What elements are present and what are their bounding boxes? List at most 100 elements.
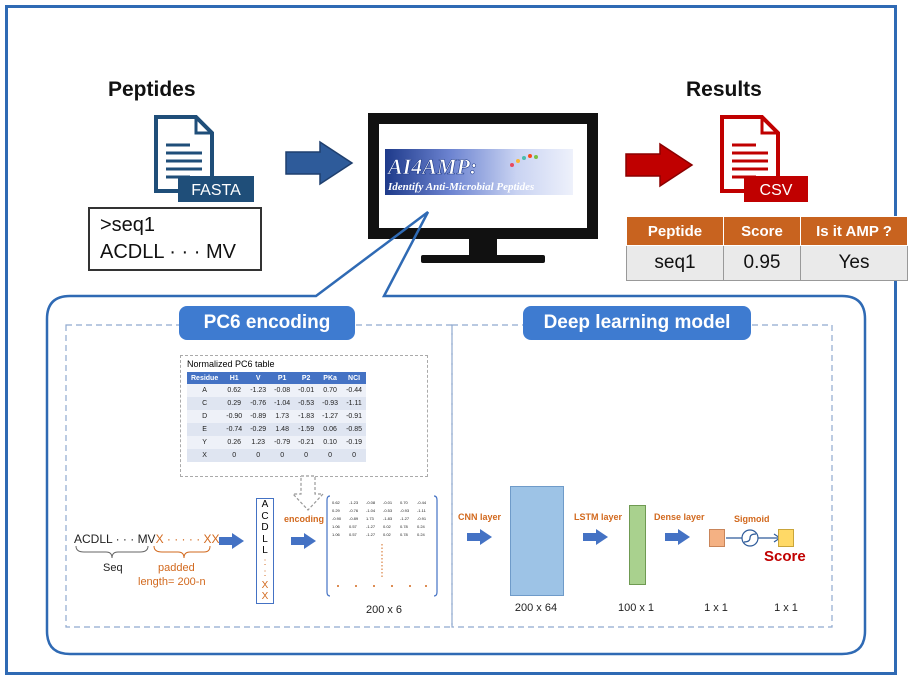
encoding-label: encoding	[284, 514, 324, 524]
lstm-label: LSTM layer	[574, 512, 623, 522]
arrow-icon	[219, 533, 244, 549]
output-dim: 1 x 1	[774, 602, 798, 614]
matrix-value: -0.53	[383, 508, 393, 513]
pc6-cell: -0.44	[342, 384, 367, 397]
pc6-cell: -0.79	[270, 436, 295, 449]
dense-label: Dense layer	[654, 512, 705, 522]
pc6-cell: -0.21	[294, 436, 319, 449]
col-peptide: Peptide	[626, 216, 724, 246]
matrix-value: 0.29	[332, 508, 341, 513]
matrix-value: -1.04	[366, 508, 376, 513]
sequence-letter: C	[261, 510, 269, 522]
seq-label: Seq	[103, 562, 123, 574]
pc6-cell: 0	[294, 449, 319, 462]
brace-lines	[75, 545, 211, 559]
pc6-cell: 0.10	[318, 436, 343, 449]
pc6-cell: 0.29	[222, 397, 247, 410]
pc6-cell: -0.01	[294, 384, 319, 397]
peptides-title: Peptides	[108, 78, 196, 101]
cell-peptide: seq1	[626, 245, 724, 281]
sigmoid-icon	[726, 529, 782, 547]
cell-score: 0.95	[723, 245, 801, 281]
matrix-value: -0.90	[332, 516, 342, 521]
matrix-value: -0.76	[349, 508, 359, 513]
pc6-cell: -0.90	[222, 410, 247, 423]
matrix-value: -1.11	[417, 508, 427, 513]
pc6-cell: 1.48	[270, 423, 295, 436]
pc6-cell: -0.08	[270, 384, 295, 397]
pc6-cell: 0.70	[318, 384, 343, 397]
matrix-value: 0.02	[383, 532, 392, 537]
matrix-value: 0.57	[349, 532, 358, 537]
matrix-value: -1.27	[366, 524, 376, 529]
score-label: Score	[764, 548, 806, 565]
dense-dim: 1 x 1	[704, 602, 728, 614]
pc6-cell: -0.29	[246, 423, 271, 436]
down-arrow-icon	[291, 475, 325, 511]
output-block	[778, 529, 794, 547]
pc6-cell: C	[187, 397, 223, 410]
pc6-cell: 0	[342, 449, 367, 462]
lstm-block	[629, 505, 646, 585]
pc6-cell: 0	[270, 449, 295, 462]
outer-frame	[5, 5, 897, 675]
pc6-cell: -0.76	[246, 397, 271, 410]
pc6-cell: D	[187, 410, 223, 423]
results-table: Peptide Score Is it AMP ? seq1 0.95 Yes	[626, 216, 908, 281]
pc6-cell: -0.53	[294, 397, 319, 410]
pc6-col-header: PKa	[318, 372, 343, 384]
pc6-cell: 0.62	[222, 384, 247, 397]
sequence-letter: L	[262, 545, 268, 556]
matrix-value: -1.27	[366, 532, 376, 537]
results-title: Results	[686, 78, 762, 101]
pc6-cell: 1.73	[270, 410, 295, 423]
cnn-dim: 200 x 64	[514, 602, 558, 614]
right-arrow-icon	[285, 140, 354, 186]
pc6-col-header: P1	[270, 372, 295, 384]
pc6-col-header: P2	[294, 372, 319, 384]
matrix-value: 1.73	[366, 516, 375, 521]
pc6-cell: 0.06	[318, 423, 343, 436]
matrix-value: 0.24	[417, 524, 426, 529]
dense-block	[709, 529, 725, 547]
pc6-cell: -1.83	[294, 410, 319, 423]
pc6-cell: -0.91	[342, 410, 367, 423]
arrow-icon	[583, 529, 608, 545]
arrow-icon	[291, 533, 316, 549]
lstm-dim: 100 x 1	[617, 602, 655, 614]
matrix-value: -1.83	[383, 516, 393, 521]
pc6-col-header: NCI	[342, 372, 367, 384]
red-arrow-icon	[625, 142, 694, 188]
matrix-value: -1.27	[400, 516, 410, 521]
matrix-value: -0.89	[349, 516, 359, 521]
cell-is-amp: Yes	[800, 245, 908, 281]
matrix-value: -0.01	[383, 500, 393, 505]
sequence-letter: X	[261, 591, 269, 602]
pc6-cell: -0.89	[246, 410, 271, 423]
matrix-value: 1.06	[332, 532, 341, 537]
pc6-heading: PC6 encoding	[179, 306, 355, 340]
pc6-cell: -0.74	[222, 423, 247, 436]
pc6-cell: -1.59	[294, 423, 319, 436]
matrix-value: 0.78	[400, 532, 409, 537]
csv-badge: CSV	[760, 182, 793, 199]
pc6-cell: Y	[187, 436, 223, 449]
matrix-pad-dots	[337, 585, 427, 587]
pc6-col-header: H1	[222, 372, 247, 384]
seq-text: ACDLL · · · MV	[74, 532, 156, 546]
matrix-value: -0.91	[417, 516, 427, 521]
pc6-cell: 1.23	[246, 436, 271, 449]
sequence-letter: L	[262, 533, 268, 545]
table-row: seq1 0.95 Yes	[626, 245, 908, 281]
pc6-cell: -1.23	[246, 384, 271, 397]
matrix-value: -0.08	[366, 500, 376, 505]
pc6-cell: A	[187, 384, 223, 397]
